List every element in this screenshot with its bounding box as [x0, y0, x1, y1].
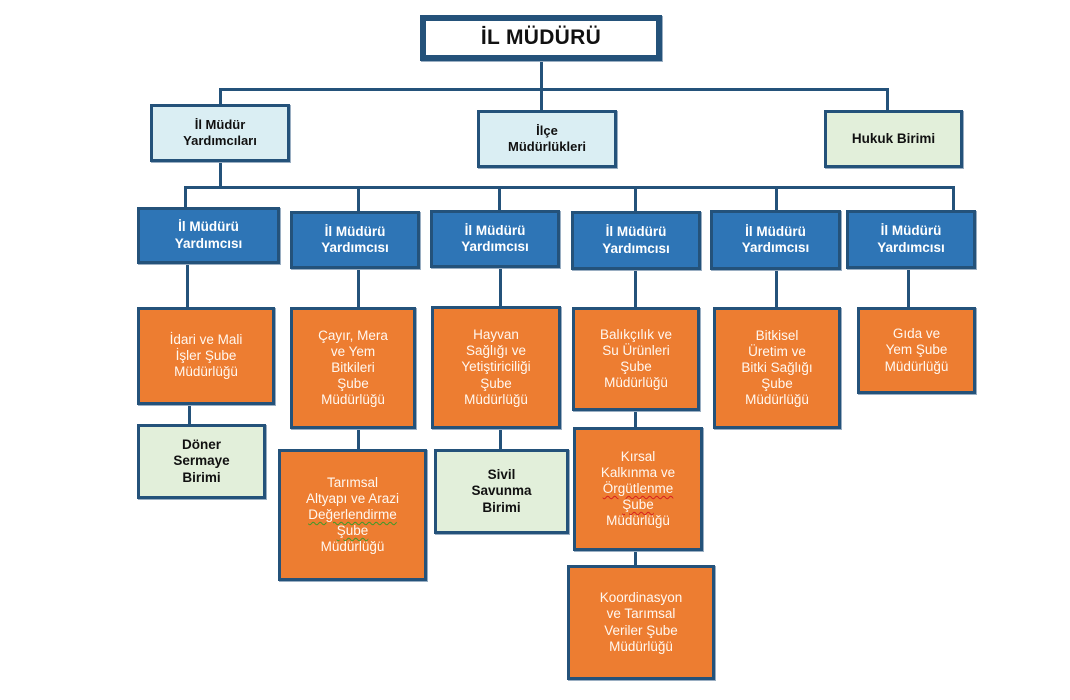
connector-to-ilce-mudurlukleri [540, 88, 543, 111]
connector-to-il-mudur-yardimcilari [219, 88, 222, 105]
connector-deputy-2 [357, 186, 360, 212]
kirsal-kalkinma-label: Kırsal Kalkınma ve Örgütlenme Şube Müdür… [601, 449, 675, 530]
deputy-box-6[interactable]: İl Müdürü Yardımcısı [846, 210, 976, 269]
label-line: Şube [336, 523, 369, 539]
label-line: Şube [622, 497, 654, 513]
cayir-mera-yem-label: Çayır, Mera ve Yem Bitkileri Şube Müdürl… [318, 327, 388, 408]
connector-deputy6-branch [907, 268, 910, 308]
hukuk-birimi-label: Hukuk Birimi [851, 130, 936, 146]
connector-deputies-bus [184, 186, 955, 189]
doner-sermaye-box[interactable]: Döner Sermaye Birimi [137, 424, 266, 499]
connector-balikcilik-to-kirsal [634, 410, 637, 428]
label-line: Değerlendirme [308, 506, 397, 522]
connector-hayvan-to-sivil [499, 428, 502, 450]
sivil-savunma-box[interactable]: Sivil Savunma Birimi [434, 449, 569, 534]
deputy-label: İl Müdürü Yardımcısı [877, 223, 945, 255]
connector-deputy5-branch [775, 269, 778, 308]
deputy-label: İl Müdürü Yardımcısı [602, 224, 670, 256]
tarimsal-altyapi-label: Tarımsal Altyapı ve Arazi Değerlendirme … [306, 475, 399, 556]
connector-deputy-3 [498, 189, 501, 211]
balikcilik-su-urunleri-label: Balıkçılık ve Su Ürünleri Şube Müdürlüğü [599, 326, 673, 391]
connector-kirsal-to-koordinasyon [634, 550, 637, 566]
deputy-box-3[interactable]: İl Müdürü Yardımcısı [430, 210, 560, 268]
koordinasyon-label: Koordinasyon ve Tarımsal Veriler Şube Mü… [599, 590, 683, 654]
sivil-savunma-label: Sivil Savunma Birimi [471, 467, 532, 515]
balikcilik-su-urunleri-box[interactable]: Balıkçılık ve Su Ürünleri Şube Müdürlüğü [572, 307, 700, 411]
connector-deputy-5 [775, 186, 778, 211]
deputy-label: İl Müdürü Yardımcısı [321, 223, 389, 255]
ilce-mudurlukleri-box[interactable]: İlçe Müdürlükleri [477, 110, 617, 168]
connector-deputy-4 [634, 186, 637, 212]
label-line: Örgütlenme [602, 480, 674, 496]
idari-mali-isler-label: İdari ve Mali İşler Şube Müdürlüğü [169, 331, 243, 380]
connector-deputy3-branch [499, 267, 502, 307]
ilce-mudurlukleri-label: İlçe Müdürlükleri [507, 123, 586, 154]
connector-deputy1-branch [186, 263, 189, 308]
connector-to-hukuk-birimi [886, 88, 889, 111]
tarimsal-altyapi-box[interactable]: Tarımsal Altyapı ve Arazi Değerlendirme … [278, 449, 427, 581]
deputy-box-1[interactable]: İl Müdürü Yardımcısı [137, 207, 280, 264]
gida-yem-box[interactable]: Gıda ve Yem Şube Müdürlüğü [857, 307, 976, 394]
connector-deputy2-branch [357, 268, 360, 308]
connector-cayir-to-tarimsal [357, 428, 360, 450]
hayvan-sagligi-label: Hayvan Sağlığı ve Yetiştiriciliği Şube M… [461, 327, 531, 407]
deputy-box-4[interactable]: İl Müdürü Yardımcısı [571, 211, 701, 270]
connector-deputy-6 [952, 186, 955, 211]
gida-yem-label: Gıda ve Yem Şube Müdürlüğü [884, 326, 949, 374]
il-mudur-yardimcilari-label: İl Müdür Yardımcıları [183, 117, 257, 148]
deputy-box-2[interactable]: İl Müdürü Yardımcısı [290, 211, 420, 269]
deputy-label: İl Müdürü Yardımcısı [174, 219, 243, 251]
idari-mali-isler-box[interactable]: İdari ve Mali İşler Şube Müdürlüğü [137, 307, 275, 405]
cayir-mera-yem-box[interactable]: Çayır, Mera ve Yem Bitkileri Şube Müdürl… [290, 307, 416, 429]
hayvan-sagligi-box[interactable]: Hayvan Sağlığı ve Yetiştiriciliği Şube M… [431, 306, 561, 429]
connector-yardimcilar-down [219, 162, 222, 189]
connector-level2-bus [219, 88, 889, 91]
deputy-label: İl Müdürü Yardımcısı [461, 222, 529, 254]
hukuk-birimi-box[interactable]: Hukuk Birimi [824, 110, 963, 168]
label-line: Müdürlüğü [606, 513, 670, 529]
deputy-label: İl Müdürü Yardımcısı [741, 223, 810, 255]
il-muduru-box[interactable]: İL MÜDÜRÜ [420, 15, 662, 61]
il-muduru-label: İL MÜDÜRÜ [480, 26, 602, 50]
label-line: Müdürlüğü [320, 539, 385, 555]
label-line: Kırsal [620, 448, 656, 464]
label-line: Altyapı ve Arazi [305, 490, 400, 506]
label-line: Tarımsal [326, 474, 378, 490]
connector-root-down [540, 60, 543, 91]
koordinasyon-box[interactable]: Koordinasyon ve Tarımsal Veriler Şube Mü… [567, 565, 715, 680]
doner-sermaye-label: Döner Sermaye Birimi [173, 437, 230, 485]
label-line: Kalkınma ve [600, 464, 676, 480]
connector-deputy-1 [184, 186, 187, 209]
il-mudur-yardimcilari-box[interactable]: İl Müdür Yardımcıları [150, 104, 290, 162]
connector-idari-to-doner [188, 404, 191, 425]
connector-deputy4-branch [634, 269, 637, 308]
bitkisel-uretim-box[interactable]: Bitkisel Üretim ve Bitki Sağlığı Şube Mü… [713, 307, 841, 429]
kirsal-kalkinma-box[interactable]: Kırsal Kalkınma ve Örgütlenme Şube Müdür… [573, 427, 703, 551]
bitkisel-uretim-label: Bitkisel Üretim ve Bitki Sağlığı Şube Mü… [741, 327, 813, 408]
deputy-box-5[interactable]: İl Müdürü Yardımcısı [710, 210, 841, 270]
